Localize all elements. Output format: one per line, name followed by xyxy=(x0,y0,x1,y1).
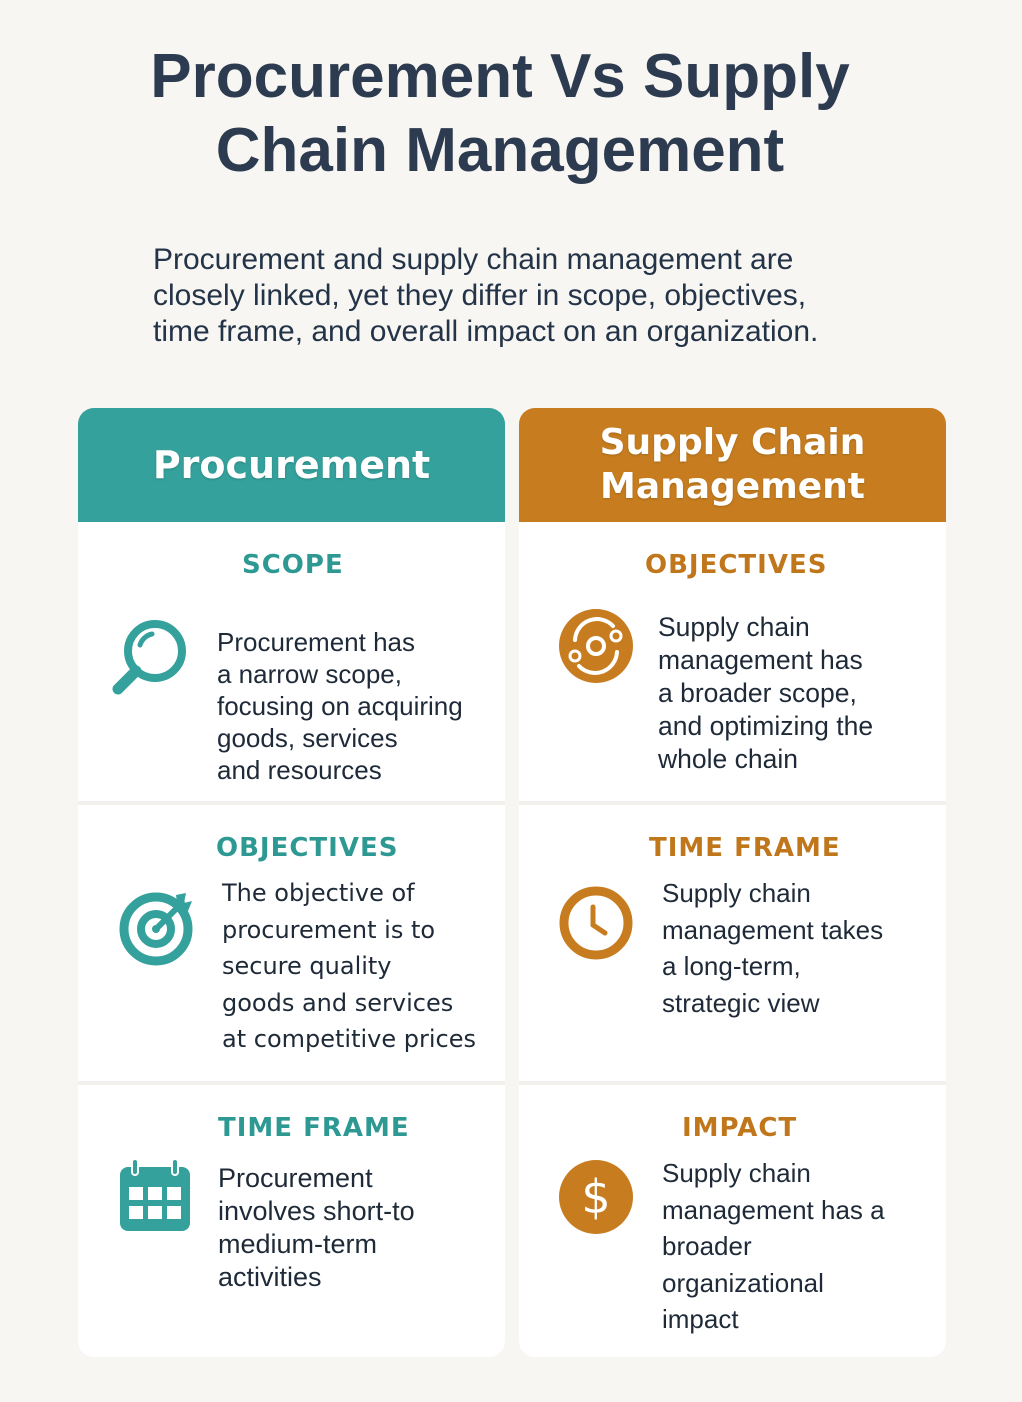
target-icon xyxy=(116,885,202,971)
card-text: Supply chain management has a broader or… xyxy=(662,1155,885,1338)
supply-chain-header-line: Management xyxy=(600,466,865,507)
card-text-line: a narrow scope, xyxy=(217,659,402,689)
title-line: Procurement Vs Supply xyxy=(150,42,850,111)
card-label: TIME FRAME xyxy=(218,1113,410,1143)
card-text: The objective of procurement is to secur… xyxy=(222,875,476,1058)
card-label: TIME FRAME xyxy=(649,833,841,863)
dollar-icon: $ xyxy=(557,1155,643,1241)
card-text-line: activities xyxy=(218,1262,322,1292)
card-text-line: goods and services xyxy=(222,988,454,1017)
card-text-line: Supply chain xyxy=(662,1158,811,1188)
card-text-line: involves short-to xyxy=(218,1196,415,1226)
intro-line: Procurement and supply chain management … xyxy=(153,243,794,276)
intro-line: time frame, and overall impact on an org… xyxy=(153,315,819,348)
card-text-line: impact xyxy=(662,1304,739,1334)
card-text-line: Procurement has xyxy=(217,627,415,657)
card-text-line: medium-term xyxy=(218,1229,378,1259)
card-text-line: and resources xyxy=(217,755,382,785)
card-text: Procurement has a narrow scope, focusing… xyxy=(217,626,463,786)
card-text-line: a long-term, xyxy=(662,951,801,981)
card-text-line: strategic view xyxy=(662,987,820,1018)
title-line: Chain Management xyxy=(215,116,785,185)
card-text: Supply chain management takes a long-ter… xyxy=(662,875,883,1021)
card-text-line: Supply chain xyxy=(662,878,811,908)
card-text-line: The objective of xyxy=(222,879,415,907)
procurement-column: Procurement SCOPE Procurement has a narr… xyxy=(78,408,505,1357)
procurement-scope-card: SCOPE Procurement has a narrow scope, fo… xyxy=(78,522,505,801)
procurement-header: Procurement xyxy=(78,408,505,522)
supply-chain-impact-card: IMPACT $ Supply chain management has a b… xyxy=(519,1081,946,1357)
card-text-line: procurement is to xyxy=(222,915,436,944)
card-text: Supply chain management has a broader sc… xyxy=(658,611,873,776)
supply-chain-timeframe-card: TIME FRAME Supply chain management takes… xyxy=(519,801,946,1081)
card-label: OBJECTIVES xyxy=(216,833,399,863)
clock-icon xyxy=(557,883,643,969)
card-label: IMPACT xyxy=(682,1113,798,1143)
card-text-line: secure quality xyxy=(222,952,392,980)
procurement-timeframe-card: TIME FRAME Procurement involves short-to… xyxy=(78,1081,505,1357)
card-text-line: management has xyxy=(658,645,863,675)
card-text-line: Procurement xyxy=(218,1163,373,1193)
card-text-line: at competitive prices xyxy=(222,1025,476,1053)
card-text-line: broader xyxy=(662,1231,752,1261)
card-text-line: whole chain xyxy=(658,744,798,774)
card-text-line: Supply chain xyxy=(658,612,810,642)
supply-chain-objectives-card: OBJECTIVES Supply chain management has a… xyxy=(519,522,946,801)
supply-chain-column: Supply Chain Management OBJECTIVES Suppl… xyxy=(519,408,946,1357)
procurement-objectives-card: OBJECTIVES The objective of procurement … xyxy=(78,801,505,1081)
supply-chain-header: Supply Chain Management xyxy=(519,408,946,522)
cycle-icon xyxy=(557,604,643,690)
card-text: Procurement involves short-to medium-ter… xyxy=(218,1162,415,1294)
card-text-line: management takes xyxy=(662,914,884,945)
card-text-line: organizational xyxy=(662,1267,824,1298)
card-text-line: management has a xyxy=(662,1194,885,1225)
intro-paragraph: Procurement and supply chain management … xyxy=(153,242,913,350)
intro-line: closely linked, yet they differ in scope… xyxy=(153,279,807,312)
card-text-line: and optimizing the xyxy=(658,711,874,741)
card-text-line: focusing on acquiring xyxy=(217,691,463,721)
card-text-line: goods, services xyxy=(217,723,398,753)
svg-text:$: $ xyxy=(581,1170,610,1224)
procurement-header-label: Procurement xyxy=(152,443,431,487)
calendar-icon xyxy=(116,1157,202,1243)
card-label: SCOPE xyxy=(242,550,344,580)
magnifier-icon xyxy=(108,614,194,700)
supply-chain-header-line: Supply Chain xyxy=(599,422,866,463)
card-label: OBJECTIVES xyxy=(645,550,828,580)
card-text-line: a broader scope, xyxy=(658,678,857,708)
page-title: Procurement Vs Supply Chain Management xyxy=(0,40,1000,188)
